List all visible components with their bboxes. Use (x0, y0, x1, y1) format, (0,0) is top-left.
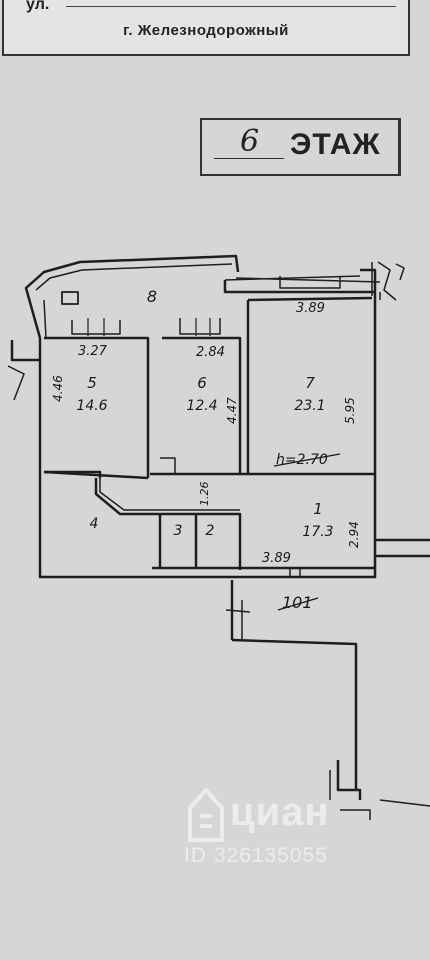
cian-house-logo-icon (188, 786, 224, 842)
address-header: ул. г. Железнодорожный (2, 0, 410, 56)
dim-hall-width: 3.89 (262, 551, 291, 566)
wall-room6 (162, 336, 242, 474)
floor-underline (214, 158, 284, 159)
watermark-listing-id: ID 326135055 (184, 844, 328, 867)
outer-wall-top-right (360, 268, 377, 292)
room-5-area: 14.6 (76, 398, 107, 414)
dim-room6-width: 2.84 (196, 345, 225, 360)
balcony-outline (24, 254, 240, 339)
room-7-area: 23.1 (294, 398, 325, 414)
floor-word: ЭТАЖ (290, 128, 381, 161)
dim-room5-depth: 4.46 (51, 375, 65, 402)
total-area: 101 (282, 593, 313, 612)
street-line (66, 6, 396, 7)
dim-room5-width: 3.27 (78, 344, 108, 359)
room-7-number: 7 (305, 374, 315, 392)
wall-room5 (44, 336, 150, 478)
floor-label-box: 6 ЭТАЖ (200, 118, 401, 176)
room-3-number: 3 (174, 523, 183, 539)
dim-room7-width: 3.89 (296, 301, 325, 316)
ceiling-height: h=2.70 (276, 452, 328, 468)
floor-number: 6 (240, 124, 260, 159)
balcony-box (61, 291, 79, 305)
balcony-wall (223, 280, 375, 294)
dim-room6-depth: 4.47 (225, 397, 239, 424)
watermark: циан ID 326135055 (178, 782, 418, 882)
room-2-number: 2 (206, 523, 215, 539)
room-6-number: 6 (197, 374, 207, 392)
wall-corridor (94, 478, 242, 570)
room-6-area: 12.4 (186, 398, 217, 414)
dim-corridor: 1.26 (198, 482, 211, 507)
outer-wall (38, 292, 377, 579)
room-1-area: 17.3 (302, 524, 333, 540)
room-1-number: 1 (313, 500, 323, 518)
city-name: г. Железнодорожный (123, 22, 289, 39)
dim-hall-depth: 2.94 (347, 521, 361, 548)
street-label: ул. (26, 0, 50, 13)
watermark-brand: циан (230, 790, 330, 834)
dim-room7-depth: 5.95 (343, 397, 357, 424)
room-4-number: 4 (90, 516, 99, 532)
room-5-number: 5 (87, 374, 97, 392)
room-8-number: 8 (147, 287, 157, 306)
